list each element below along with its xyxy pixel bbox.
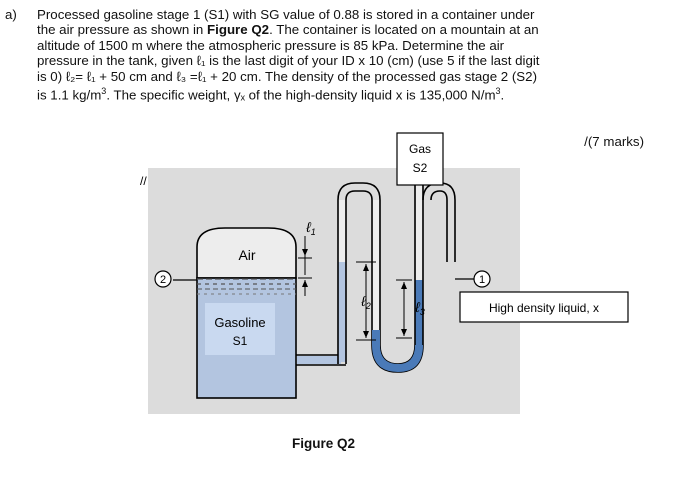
symbol-l1: ℓ₁ [196,53,206,69]
question-line-2: the air pressure as shown in Figure Q2. … [37,22,539,38]
figure-caption: Figure Q2 [292,436,356,451]
liquid-x-fill [372,280,423,372]
question-line-3: altitude of 1500 m where the atmospheric… [37,37,505,53]
point-2-label: 2 [160,274,166,286]
liquid-x-label: High density liquid, x [489,301,599,315]
question-label: a) [5,7,17,22]
symbol-l3: ℓ₃ [176,68,187,84]
liquid-x-label-box [459,291,629,323]
slash-mark: // [140,174,147,188]
question-line-1: Processed gasoline stage 1 (S1) with SG … [37,7,535,22]
question-text: a) Processed gasoline stage 1 (S1) with … [5,7,677,103]
point-1-label: 1 [479,274,485,286]
point-1-marker [473,270,491,288]
gasoline-label-bg [205,303,275,355]
manometer-tubes [337,182,456,373]
gas-s2-box [396,132,444,186]
dimension-l3 [396,279,412,339]
symbol-gamma: γₓ [233,87,245,103]
l2-label: ℓ2 [360,293,371,311]
gasoline-label: Gasoline [214,315,265,330]
tank-air-region [196,227,297,279]
tank [196,227,297,399]
dimension-l1 [298,236,312,296]
symbol-l1: ℓ₁ [86,68,96,84]
l1-label: ℓ1 [305,219,316,237]
question-line-4: pressure in the tank, given ℓ₁ is the la… [37,53,540,69]
marks-label: /(7 marks) [584,134,644,149]
s1-label: S1 [233,334,248,348]
air-label: Air [238,247,255,263]
s2-label: S2 [413,161,428,175]
figure-reference: Figure Q2 [207,22,270,38]
point-2-marker [154,270,172,288]
dimension-l2 [356,261,376,341]
l3-label: ℓ3 [414,299,425,317]
symbol-l1: ℓ₁ [197,68,207,84]
question-line-5: is 0) ℓ₂= ℓ₁ + 50 cm and ℓ₃ =ℓ₁ + 20 cm.… [37,68,537,84]
gas-label: Gas [409,142,431,156]
question-line-6: is 1.1 kg/m3. The specific weight, γₓ of… [37,86,505,103]
connector-pipe [296,354,346,366]
symbol-l2: ℓ₂ [65,68,76,84]
